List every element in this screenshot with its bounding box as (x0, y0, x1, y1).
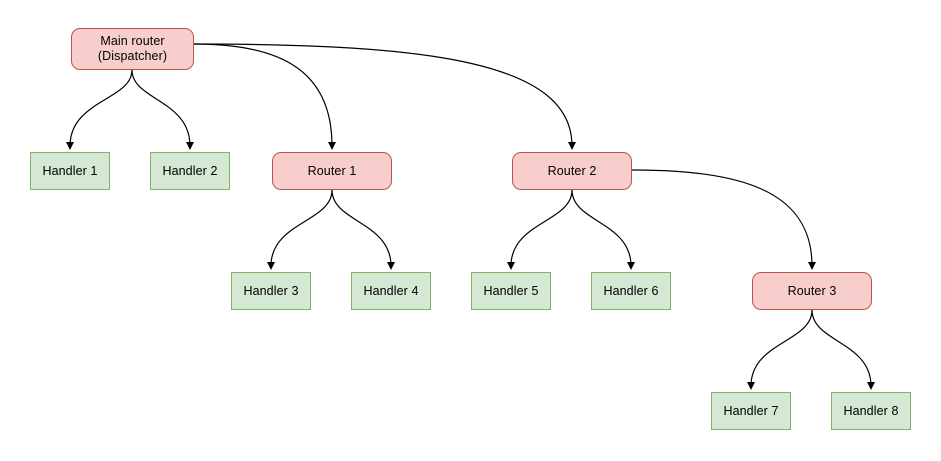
node-handler-1[interactable]: Handler 1 (30, 152, 110, 190)
node-router-3[interactable]: Router 3 (752, 272, 872, 310)
edge-router-3-to-handler-8 (811, 309, 875, 390)
edges-group (66, 43, 875, 390)
node-label-handler-7: Handler 7 (723, 403, 779, 418)
node-label-main-router: Main router (Dispatcher) (97, 34, 168, 63)
node-router-2[interactable]: Router 2 (512, 152, 632, 190)
edge-router-1-to-handler-4 (331, 189, 395, 270)
node-handler-5[interactable]: Handler 5 (471, 272, 551, 310)
node-label-handler-2: Handler 2 (162, 163, 218, 178)
node-label-router-2: Router 2 (547, 163, 597, 178)
edge-router-2-to-handler-6 (571, 189, 635, 270)
node-label-router-1: Router 1 (307, 163, 357, 178)
node-handler-3[interactable]: Handler 3 (231, 272, 311, 310)
node-label-handler-4: Handler 4 (363, 283, 419, 298)
node-label-handler-3: Handler 3 (243, 283, 299, 298)
node-handler-8[interactable]: Handler 8 (831, 392, 911, 430)
edge-main-to-router-1 (193, 43, 336, 150)
node-label-handler-1: Handler 1 (42, 163, 98, 178)
node-handler-2[interactable]: Handler 2 (150, 152, 230, 190)
node-handler-4[interactable]: Handler 4 (351, 272, 431, 310)
node-label-handler-5: Handler 5 (483, 283, 539, 298)
edge-main-to-router-2 (193, 43, 576, 150)
edge-router-2-to-router-3 (631, 169, 816, 270)
edge-main-to-handler-2 (131, 69, 194, 150)
node-handler-6[interactable]: Handler 6 (591, 272, 671, 310)
node-label-handler-8: Handler 8 (843, 403, 899, 418)
node-label-handler-6: Handler 6 (603, 283, 659, 298)
node-router-1[interactable]: Router 1 (272, 152, 392, 190)
edge-router-3-to-handler-7 (747, 309, 813, 390)
node-handler-7[interactable]: Handler 7 (711, 392, 791, 430)
node-main-router[interactable]: Main router (Dispatcher) (71, 28, 194, 70)
edge-router-2-to-handler-5 (507, 189, 573, 270)
node-label-router-3: Router 3 (787, 283, 837, 298)
edge-router-1-to-handler-3 (267, 189, 333, 270)
edge-main-to-handler-1 (66, 69, 133, 150)
